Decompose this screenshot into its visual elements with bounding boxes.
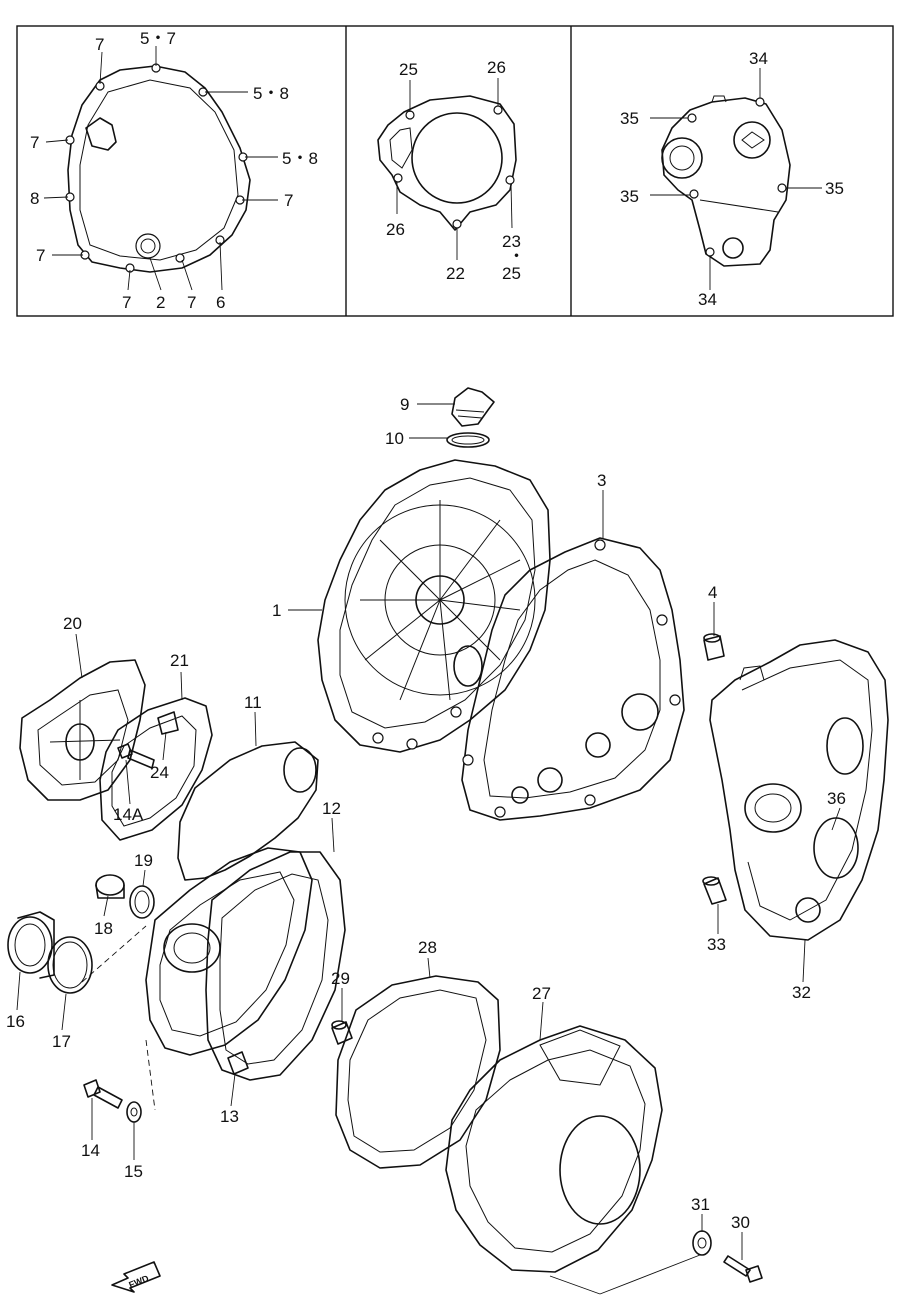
washer-31: [692, 1230, 712, 1256]
main-labels: 9 10 3 1 4 20 21 11 24 14A 36 12 19 18 3…: [6, 395, 846, 1232]
panel-right-labels: 34 35 35 35 34: [620, 49, 844, 309]
label-panel-left-12: 6: [216, 293, 225, 312]
label-panel-right-4: 35: [620, 187, 639, 206]
inset-frame: [16, 25, 894, 317]
generator-cover: [709, 639, 889, 941]
label-panel-left-1: 7: [95, 35, 104, 54]
label-main-17: 17: [52, 1032, 71, 1051]
label-main-16: 16: [6, 1012, 25, 1031]
label-panel-right-1: 34: [749, 49, 768, 68]
label-main-24: 24: [150, 763, 169, 782]
alignment-lines: [81, 925, 156, 1111]
o-ring-19: [129, 885, 155, 919]
panel-left-cover: [65, 63, 251, 273]
label-panel-middle-7: 22: [446, 264, 465, 283]
label-main-14: 14: [81, 1141, 100, 1160]
panel-left-labels: 7 5・7 5・8 7 5・8 8 7 7 7 2 7 6: [30, 29, 318, 312]
clutch-cover: [317, 459, 551, 753]
clutch-cover-gasket: [461, 537, 685, 821]
panel-middle-labels: 25 26 26 23 ・ 25 22: [386, 58, 525, 283]
panel-right-leaders: [650, 68, 822, 290]
label-main-4: 4: [708, 583, 717, 602]
water-pump-housing: [145, 741, 319, 1056]
water-pump-cover: [19, 659, 146, 801]
starter-cover-gasket: [335, 975, 501, 1169]
oil-filler-cap: [446, 387, 495, 448]
label-panel-middle-6: 25: [502, 264, 521, 283]
label-main-32: 32: [792, 983, 811, 1002]
label-main-31: 31: [691, 1195, 710, 1214]
label-panel-left-2: 5・7: [140, 29, 176, 48]
label-main-3: 3: [597, 471, 606, 490]
label-main-20: 20: [63, 614, 82, 633]
label-panel-middle-3: 26: [386, 220, 405, 239]
label-main-28: 28: [418, 938, 437, 957]
cap-16: [7, 911, 55, 979]
label-main-14a: 14A: [113, 805, 144, 824]
panel-middle-cover: [377, 95, 517, 231]
label-main-36: 36: [827, 789, 846, 808]
bolt-14a: [117, 743, 155, 769]
starter-clutch-cover: [445, 1025, 663, 1273]
washer-15: [126, 1101, 142, 1123]
label-main-13: 13: [220, 1107, 239, 1126]
label-panel-right-2: 35: [620, 109, 639, 128]
label-panel-left-8: 7: [36, 246, 45, 265]
bolt-30: [723, 1255, 763, 1283]
label-panel-left-10: 2: [156, 293, 165, 312]
main-leaders: [16, 403, 841, 1260]
label-panel-middle-2: 26: [487, 58, 506, 77]
cover-bolt-leader: [549, 1254, 701, 1295]
label-main-12: 12: [322, 799, 341, 818]
label-panel-right-5: 34: [698, 290, 717, 309]
label-main-21: 21: [170, 651, 189, 670]
dowel-pin-33: [702, 876, 727, 905]
label-main-1: 1: [272, 601, 281, 620]
label-panel-left-4: 7: [30, 133, 39, 152]
label-main-29: 29: [331, 969, 350, 988]
label-panel-left-7: 7: [284, 191, 293, 210]
label-main-19: 19: [134, 851, 153, 870]
fwd-arrow-icon: FWD: [111, 1261, 161, 1293]
fwd-arrow-text: FWD: [127, 1273, 150, 1290]
label-main-15: 15: [124, 1162, 143, 1181]
label-main-30: 30: [731, 1213, 750, 1232]
panel-right-cover: [661, 95, 791, 267]
label-panel-middle-4: 23: [502, 232, 521, 251]
dowel-pin-4: [703, 633, 725, 661]
label-panel-middle-1: 25: [399, 60, 418, 79]
label-panel-left-6: 8: [30, 189, 39, 208]
bolt-14: [83, 1079, 123, 1109]
label-panel-right-3: 35: [825, 179, 844, 198]
label-panel-middle-5: ・: [508, 247, 525, 266]
label-main-27: 27: [532, 984, 551, 1003]
label-panel-left-5: 5・8: [282, 149, 318, 168]
water-pump-gasket: [99, 697, 213, 841]
panel-middle-leaders: [396, 78, 513, 260]
label-main-11: 11: [244, 693, 262, 712]
label-main-10: 10: [385, 429, 404, 448]
label-main-18: 18: [94, 919, 113, 938]
label-main-9: 9: [400, 395, 409, 414]
label-panel-left-11: 7: [187, 293, 196, 312]
label-panel-left-9: 7: [122, 293, 131, 312]
panel-left-leaders: [43, 46, 278, 291]
label-main-33: 33: [707, 935, 726, 954]
label-panel-left-3: 5・8: [253, 84, 289, 103]
plug-18: [95, 874, 125, 899]
dowel-pin-13: [227, 1051, 249, 1075]
dowel-pin-29: [331, 1020, 353, 1045]
dowel-pin-24: [157, 711, 179, 735]
o-ring-17: [47, 936, 93, 994]
pump-housing-gasket: [205, 851, 346, 1081]
